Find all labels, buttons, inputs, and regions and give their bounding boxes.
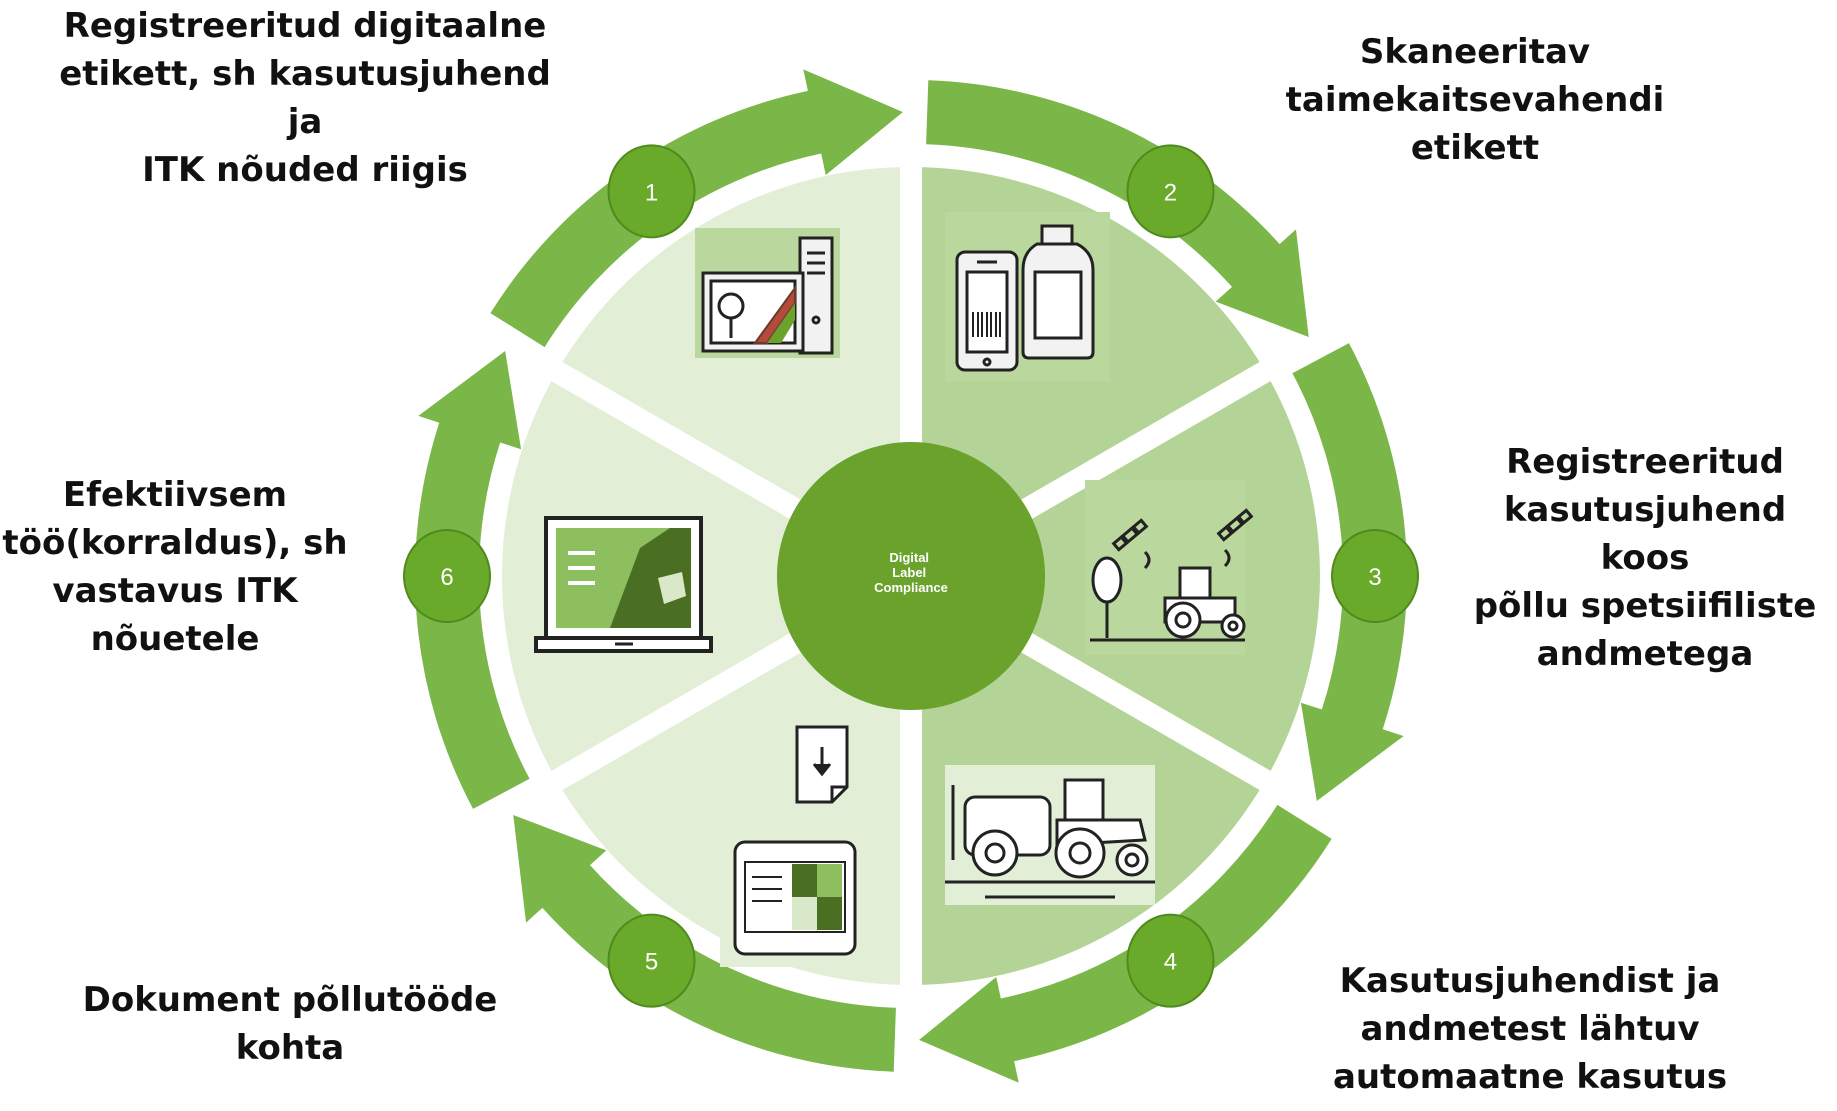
step-6-badge <box>403 529 491 623</box>
step-5-label: Dokument põllutööde kohta <box>82 980 498 1068</box>
center-title: Digital Label Compliance <box>874 550 948 595</box>
tractor-satellite-icon <box>1085 480 1254 655</box>
step-1-badge <box>607 144 696 239</box>
step-4-label: Kasutusjuhendist ja andmetest lähtuv aut… <box>1332 961 1728 1097</box>
step-4-number: 4 <box>1164 949 1177 976</box>
step-3-badge <box>1331 529 1419 623</box>
step-6-label: Efektiivsem töö(korraldus), sh vastavus … <box>2 475 348 659</box>
step-1-label: Registreeritud digitaalne etikett, sh ka… <box>59 6 551 190</box>
arrow-2 <box>926 80 1309 338</box>
step-2-label: Skaneeritav taimekaitsevahendi etikett <box>1285 32 1665 168</box>
center-hub <box>777 442 1045 710</box>
step-5-badge <box>607 913 696 1008</box>
computer-map-icon <box>695 228 840 358</box>
step-2-badge <box>1126 144 1215 239</box>
step-1-number: 1 <box>645 179 658 206</box>
step-3-label: Registreeritud kasutusjuhend koos põllu … <box>1473 442 1817 674</box>
step-3-number: 3 <box>1368 564 1381 591</box>
arrow-5 <box>513 814 896 1072</box>
arrow-4 <box>919 804 1332 1083</box>
phone-barcode-bottle-icon <box>945 212 1110 382</box>
badges-group: 1 2 3 4 5 6 <box>403 144 1419 1008</box>
step-6-number: 6 <box>440 564 453 591</box>
laptop-map-icon <box>534 508 713 658</box>
step-2-number: 2 <box>1164 179 1177 206</box>
arrow-1 <box>490 69 903 348</box>
step-5-number: 5 <box>645 949 658 976</box>
document-download-terminal-icon <box>720 717 870 967</box>
step-4-badge <box>1126 913 1215 1008</box>
tractor-sprayer-icon <box>945 765 1155 905</box>
